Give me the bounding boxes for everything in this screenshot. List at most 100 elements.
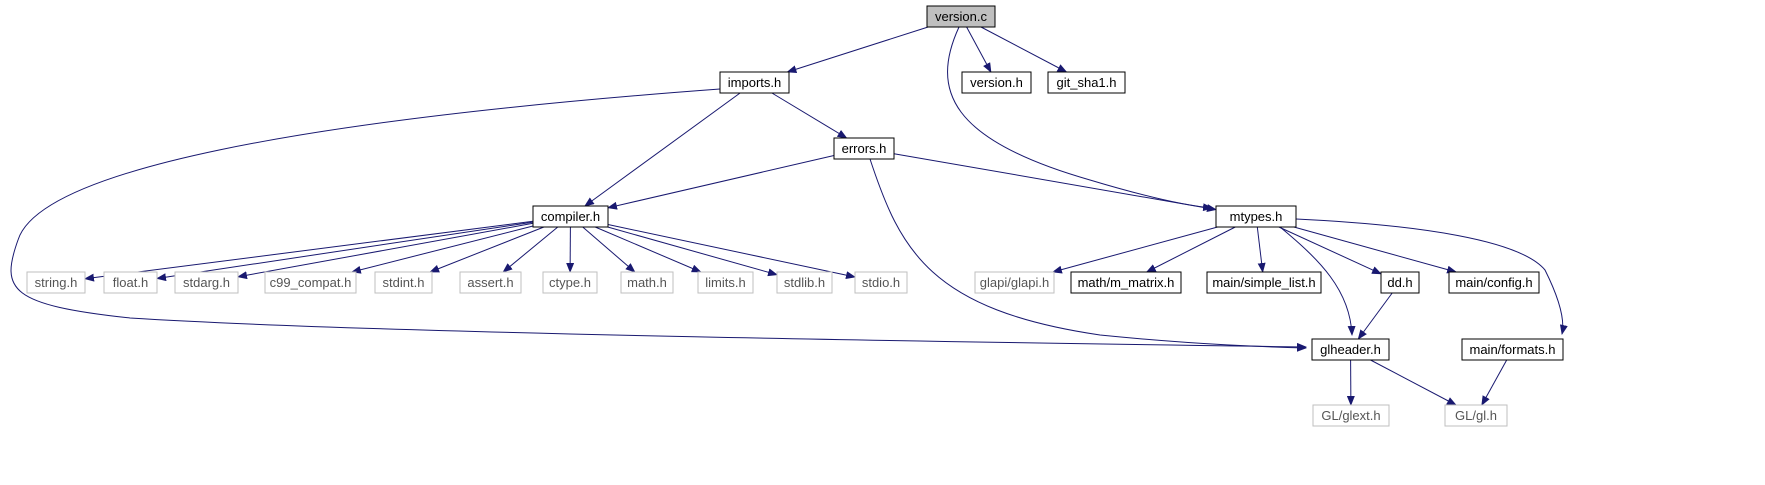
node-imports-h[interactable]: imports.h <box>719 71 790 94</box>
node-glext-h: GL/glext.h <box>1312 404 1390 427</box>
node-label: c99_compat.h <box>270 275 352 290</box>
node-version-h[interactable]: version.h <box>961 71 1032 94</box>
node-box <box>1444 404 1508 427</box>
node-label: version.c <box>935 9 988 24</box>
node-mtypes-h[interactable]: mtypes.h <box>1215 205 1297 228</box>
node-stdio-h: stdio.h <box>854 271 908 294</box>
node-compiler-h[interactable]: compiler.h <box>532 205 609 228</box>
node-box <box>1047 71 1126 94</box>
edge-mtypes-h-to-m-matrix-h <box>1145 226 1236 273</box>
node-box <box>542 271 598 294</box>
edge-formats-h-to-gl-h <box>1481 359 1508 406</box>
node-label: main/simple_list.h <box>1212 275 1315 290</box>
node-box <box>854 271 908 294</box>
node-label: dd.h <box>1387 275 1412 290</box>
edge-compiler-h-to-stdarg-h <box>237 222 534 280</box>
node-box <box>719 71 790 94</box>
node-label: limits.h <box>705 275 745 290</box>
node-string-h: string.h <box>26 271 86 294</box>
edge-errors-h-to-glheader-h <box>869 158 1307 352</box>
node-label: GL/glext.h <box>1321 408 1380 423</box>
edge-version-c-to-git-sha1-h <box>980 26 1068 73</box>
node-stdint-h: stdint.h <box>374 271 433 294</box>
node-box <box>1311 338 1390 361</box>
node-c99-compat-h: c99_compat.h <box>264 271 357 294</box>
node-box <box>974 271 1055 294</box>
node-box <box>926 5 996 28</box>
node-box <box>532 205 609 228</box>
nodes-layer: version.c imports.h version.h git_sha1.herr… <box>26 5 1564 427</box>
node-errors-h[interactable]: errors.h <box>833 137 895 160</box>
node-label: math.h <box>627 275 667 290</box>
node-label: assert.h <box>467 275 513 290</box>
node-glheader-h[interactable]: glheader.h <box>1311 338 1390 361</box>
edge-mtypes-h-to-glheader-h <box>1279 226 1356 336</box>
node-box <box>697 271 754 294</box>
edge-compiler-h-to-stdlib-h <box>607 226 778 277</box>
node-glapi-h: glapi/glapi.h <box>974 271 1055 294</box>
node-label: stdlib.h <box>784 275 825 290</box>
edge-version-c-to-version-h <box>966 26 992 73</box>
node-label: stdarg.h <box>183 275 230 290</box>
node-label: glheader.h <box>1320 342 1381 357</box>
node-label: glapi/glapi.h <box>980 275 1049 290</box>
node-label: stdio.h <box>862 275 900 290</box>
node-dd-h[interactable]: dd.h <box>1380 271 1420 294</box>
node-label: float.h <box>113 275 148 290</box>
edge-imports-h-to-compiler-h <box>584 92 741 207</box>
edge-compiler-h-to-stdio-h <box>607 224 856 280</box>
node-label: git_sha1.h <box>1057 75 1117 90</box>
edge-mtypes-h-to-simple-list-h <box>1256 226 1266 273</box>
node-box <box>174 271 239 294</box>
node-box <box>459 271 522 294</box>
node-label: string.h <box>35 275 78 290</box>
node-label: main/config.h <box>1455 275 1532 290</box>
node-box <box>1380 271 1420 294</box>
node-label: main/formats.h <box>1470 342 1556 357</box>
node-label: stdint.h <box>383 275 425 290</box>
edge-errors-h-to-compiler-h <box>607 155 835 210</box>
node-stdarg-h: stdarg.h <box>174 271 239 294</box>
node-ctype-h: ctype.h <box>542 271 598 294</box>
node-box <box>1448 271 1540 294</box>
node-config-h[interactable]: main/config.h <box>1448 271 1540 294</box>
node-m-matrix-h[interactable]: math/m_matrix.h <box>1070 271 1182 294</box>
node-box <box>374 271 433 294</box>
node-assert-h: assert.h <box>459 271 522 294</box>
edge-glheader-h-to-gl-h <box>1370 359 1457 406</box>
node-box <box>1312 404 1390 427</box>
node-version-c[interactable]: version.c <box>926 5 996 28</box>
node-git-sha1-h[interactable]: git_sha1.h <box>1047 71 1126 94</box>
edge-version-c-to-imports-h <box>786 26 929 74</box>
edge-dd-h-to-glheader-h <box>1357 292 1393 340</box>
node-label: ctype.h <box>549 275 591 290</box>
edge-mtypes-h-to-formats-h <box>1295 218 1568 335</box>
edge-mtypes-h-to-glapi-h <box>1051 226 1218 274</box>
node-box <box>264 271 357 294</box>
edge-compiler-h-to-assert-h <box>502 226 559 273</box>
node-box <box>776 271 833 294</box>
node-formats-h[interactable]: main/formats.h <box>1461 338 1564 361</box>
edge-imports-h-to-errors-h <box>771 92 848 139</box>
node-label: errors.h <box>842 141 887 156</box>
node-box <box>1206 271 1322 294</box>
node-label: version.h <box>970 75 1023 90</box>
edge-mtypes-h-to-config-h <box>1293 226 1458 274</box>
node-label: compiler.h <box>541 209 600 224</box>
node-math-h: math.h <box>620 271 674 294</box>
edges-layer <box>10 26 1568 406</box>
edge-imports-h-to-glheader-h <box>10 88 1307 351</box>
node-gl-h: GL/gl.h <box>1444 404 1508 427</box>
node-simple-list-h[interactable]: main/simple_list.h <box>1206 271 1322 294</box>
node-box <box>1215 205 1297 228</box>
edge-mtypes-h-to-dd-h <box>1278 226 1382 275</box>
node-box <box>103 271 158 294</box>
node-float-h: float.h <box>103 271 158 294</box>
edge-compiler-h-to-string-h <box>84 220 534 282</box>
edge-compiler-h-to-math-h <box>582 226 636 273</box>
node-limits-h: limits.h <box>697 271 754 294</box>
edge-compiler-h-to-c99-compat-h <box>350 225 534 274</box>
node-box <box>1070 271 1182 294</box>
node-box <box>961 71 1032 94</box>
